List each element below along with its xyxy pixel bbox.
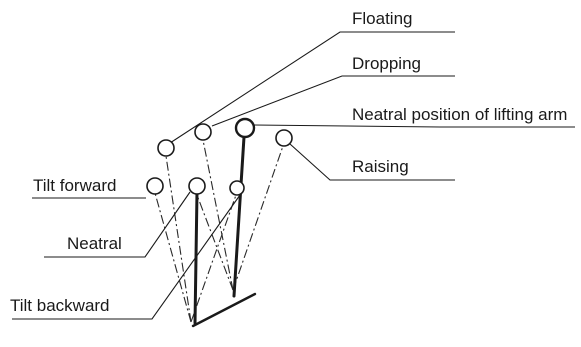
leader-tilt-backward bbox=[12, 194, 241, 320]
linkage-lines bbox=[154, 139, 284, 323]
ground-line bbox=[191, 292, 257, 328]
label-neatral-position: Neatral position of lifting arm bbox=[352, 105, 567, 124]
linkage-tilt-forward bbox=[154, 192, 192, 323]
label-raising: Raising bbox=[352, 157, 409, 176]
label-neatral: Neatral bbox=[67, 234, 122, 253]
leader-neatral-position bbox=[253, 124, 575, 128]
label-dropping: Dropping bbox=[352, 54, 421, 73]
linkage-floating bbox=[165, 155, 192, 323]
circle-dropping bbox=[194, 123, 212, 141]
leader-lines bbox=[12, 31, 575, 320]
circle-neatral bbox=[188, 177, 206, 195]
label-floating: Floating bbox=[352, 9, 412, 28]
linkage-neatral-left bbox=[196, 194, 234, 291]
leader-raising bbox=[289, 143, 455, 181]
leader-floating bbox=[169, 31, 455, 144]
circle-floating bbox=[157, 139, 175, 157]
leader-dropping bbox=[211, 75, 455, 127]
label-tilt-backward: Tilt backward bbox=[10, 296, 110, 315]
leader-neatral bbox=[44, 191, 191, 258]
circle-neatral-position bbox=[234, 117, 256, 139]
thick-arm-lifting bbox=[232, 135, 246, 298]
linkage-tilt-backward bbox=[190, 194, 237, 323]
label-tilt-forward: Tilt forward bbox=[33, 176, 116, 195]
linkage-dropping bbox=[202, 139, 234, 291]
linkage-raising bbox=[232, 145, 284, 291]
circle-tilt-backward bbox=[229, 180, 245, 196]
circle-tilt-forward bbox=[146, 177, 164, 195]
circle-raising bbox=[275, 129, 293, 147]
